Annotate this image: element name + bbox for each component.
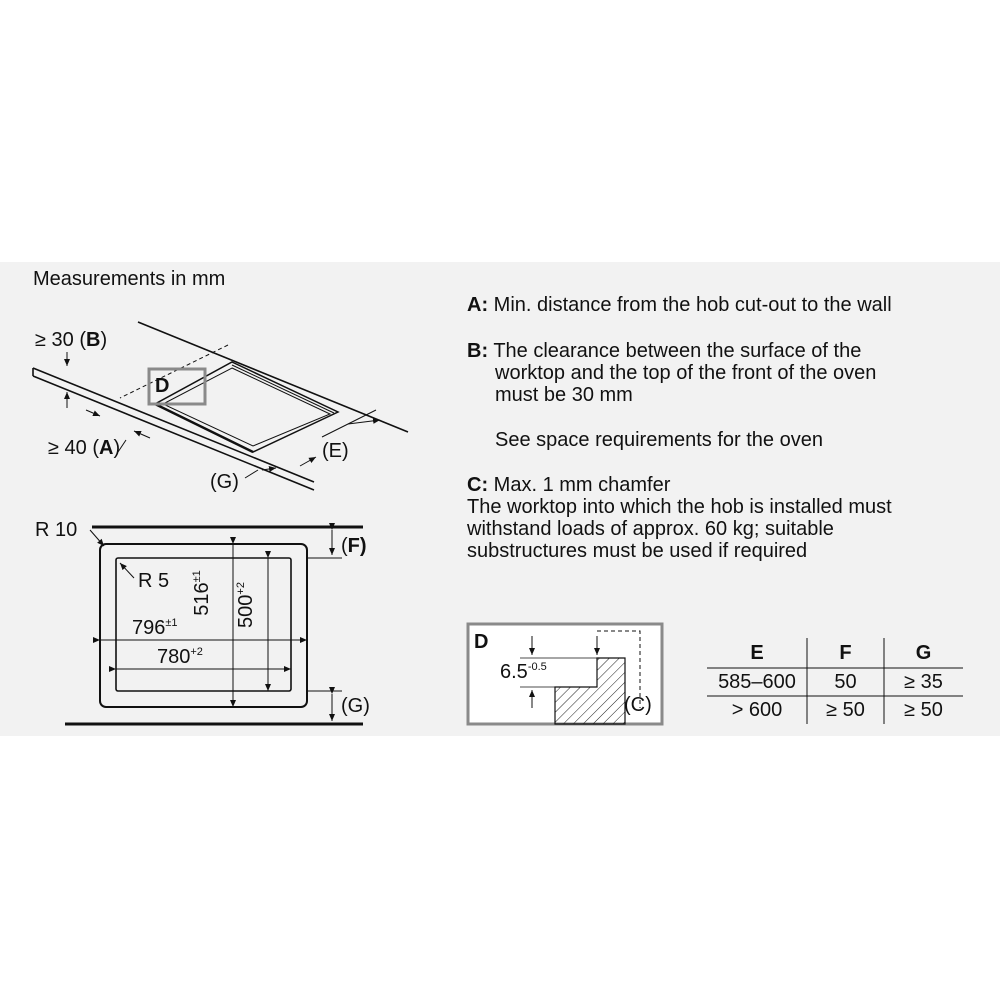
label-b: ≥ 30 (B) xyxy=(35,329,108,351)
header-g: G xyxy=(915,641,932,664)
note-b: B: The clearance between the surface of … xyxy=(467,340,877,406)
perspective-view xyxy=(32,321,409,491)
detail-d-box xyxy=(466,622,664,726)
header-f: F xyxy=(839,641,852,664)
detail-d-marker xyxy=(147,367,207,406)
label-e: (E) xyxy=(322,440,349,462)
table-row: 585–600 50 ≥ 35 xyxy=(718,670,943,693)
cutout-outline xyxy=(115,557,292,692)
table-row: > 600 ≥ 50 ≥ 50 xyxy=(731,698,943,721)
label-r5: R 5 xyxy=(138,570,170,592)
chamfer-hint xyxy=(597,630,641,708)
hob-outline xyxy=(153,361,340,453)
table-header-row: E F G xyxy=(707,638,963,668)
spec-table: E F G 585–600 50 ≥ 35 > 600 ≥ 50 ≥ 50 xyxy=(707,638,963,724)
cutout-plan xyxy=(65,523,363,726)
dim-796: 796±1 xyxy=(132,617,178,639)
worktop-front-edge-bottom xyxy=(32,375,315,491)
note-see: See space requirements for the oven xyxy=(495,429,823,451)
worktop-section xyxy=(554,657,626,725)
detail-label-c: (C) xyxy=(624,694,652,716)
label-d: D xyxy=(155,375,170,397)
label-g-top: (G) xyxy=(210,471,239,493)
label-r10: R 10 xyxy=(35,519,78,541)
label-a: ≥ 40 (A) xyxy=(48,437,121,459)
note-a: A: Min. distance from the hob cut-out to… xyxy=(467,294,892,316)
worktop-back-edge xyxy=(137,321,409,433)
dim-516: 516±1 xyxy=(190,570,213,616)
spec-table-grid xyxy=(707,638,963,724)
header-e: E xyxy=(750,641,764,664)
worktop-front-edge-top xyxy=(32,367,315,483)
measurements-label: Measurements in mm xyxy=(33,268,226,290)
label-g-bottom: (G) xyxy=(341,695,370,717)
detail-dim: 6.5-0.5 xyxy=(500,661,547,683)
hob-outer-outline xyxy=(99,543,308,708)
note-c: C: Max. 1 mm chamfer The worktop into wh… xyxy=(467,474,892,562)
dim-500: 500+2 xyxy=(234,582,257,628)
label-f: (F) xyxy=(341,535,367,557)
detail-d-title: D xyxy=(474,631,489,653)
hob-inner xyxy=(161,367,332,447)
dim-780: 780+2 xyxy=(157,646,203,668)
